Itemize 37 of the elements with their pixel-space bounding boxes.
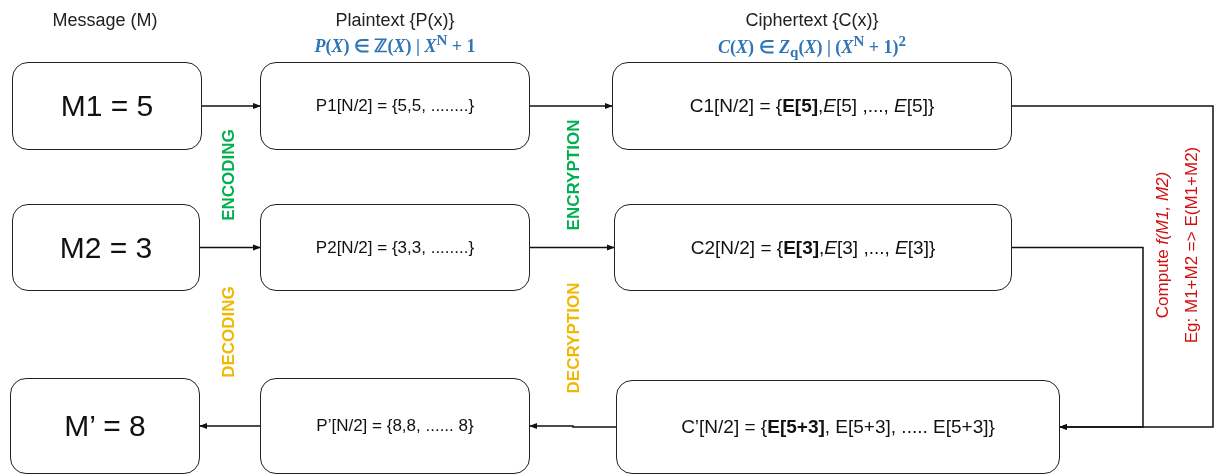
step-label: DECRYPTION <box>564 282 584 394</box>
process-box <box>260 378 530 474</box>
formula: C(X) ∈ Z$_{q}$(X) | (X$^{N}$ + 1)$^{2}$ <box>718 32 906 62</box>
node-label: C1[N/2] = {E[5],E[5] ,..., E[5]} <box>689 95 935 117</box>
arrow <box>199 422 261 430</box>
process-box <box>614 204 1012 291</box>
arrow <box>529 102 613 110</box>
column-heading: Message (M) <box>52 9 158 31</box>
node-label: M1 = 5 <box>60 89 154 123</box>
arrow <box>529 244 615 251</box>
node-label: C2[N/2] = {E[3],E[3] ,..., E[3]} <box>690 236 936 259</box>
annotation: Compute f(M1, M2) <box>1153 171 1173 319</box>
step-label: ENCODING <box>219 129 239 221</box>
process-box <box>260 62 530 150</box>
process-box <box>12 62 202 150</box>
column-heading: Plaintext {P(x)} <box>335 9 455 31</box>
annotation: Eg: M1+M2 => E(M1+M2) <box>1182 146 1202 344</box>
arrow <box>199 244 261 251</box>
formula: P(X) ∈ ℤ(X) | X$^{N}$ + 1 <box>314 31 476 57</box>
process-box <box>612 62 1012 150</box>
process-box <box>10 378 200 474</box>
arrow <box>529 422 617 430</box>
node-label: P’[N/2] = {8,8, ...... 8} <box>316 416 474 436</box>
column-heading: Ciphertext {C(x)} <box>745 9 879 31</box>
node-label: P1[N/2] = {5,5, ........} <box>315 96 475 116</box>
step-label: DECODING <box>219 286 239 378</box>
node-label: P2[N/2] = {3,3, ........} <box>315 237 475 258</box>
step-label: ENCRYPTION <box>564 119 584 231</box>
arrow <box>1011 246 1144 431</box>
node-label: C’[N/2] = {E[5+3], E[5+3], ..... E[5+3]} <box>681 416 995 438</box>
node-label: M2 = 3 <box>59 230 153 265</box>
node-label: M’ = 8 <box>64 409 146 443</box>
process-box <box>12 204 200 291</box>
arrow <box>1011 105 1214 431</box>
process-box <box>260 204 530 291</box>
process-box <box>616 380 1060 474</box>
arrow <box>201 102 261 110</box>
